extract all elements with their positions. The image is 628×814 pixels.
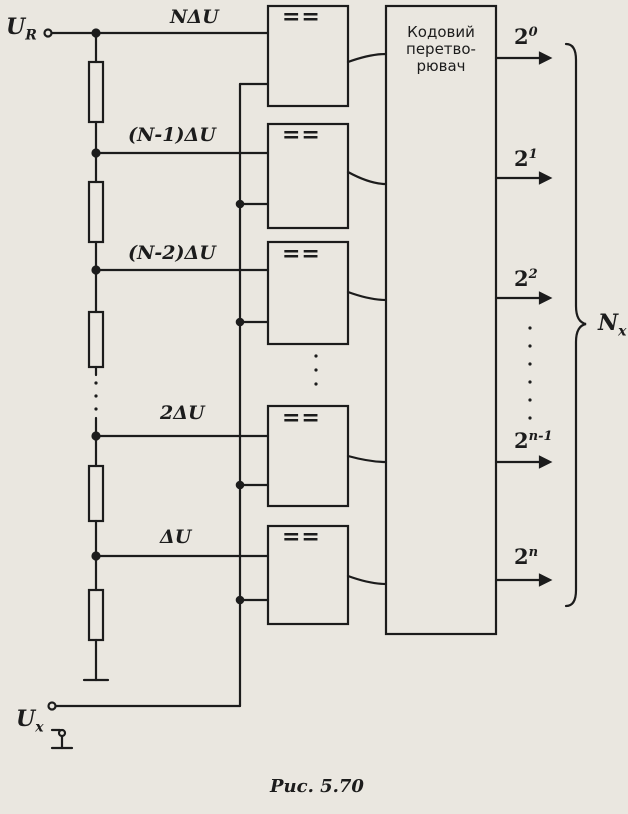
comparator-4-symbol: == — [282, 405, 321, 431]
level-label-1: ΔU — [160, 526, 192, 548]
comparator-1-symbol: == — [282, 4, 321, 30]
comparator-3-symbol: == — [282, 241, 321, 267]
ur-terminal — [43, 28, 53, 38]
resistor-4 — [87, 464, 105, 523]
output-bit-n-1: 2n-1 — [514, 428, 553, 453]
comparator-1 — [266, 4, 350, 108]
code-converter-box — [384, 4, 498, 636]
comparator-2-symbol: == — [282, 122, 321, 148]
ux-label: Ux — [16, 706, 44, 736]
comparator-2 — [266, 122, 350, 230]
resistor-3 — [87, 310, 105, 369]
level-label-2: 2ΔU — [160, 402, 205, 424]
comparator-5-symbol: == — [282, 524, 321, 550]
level-label-n: NΔU — [170, 6, 219, 28]
figure-caption: Рис. 5.70 — [270, 776, 364, 797]
output-bit-1: 21 — [514, 146, 538, 171]
resistor-2 — [87, 180, 105, 244]
resistor-5 — [87, 588, 105, 642]
level-label-n-1: (N-1)ΔU — [128, 124, 216, 146]
output-brace — [564, 42, 587, 608]
output-bit-2: 22 — [514, 266, 538, 291]
output-bit-n: 2n — [514, 544, 539, 569]
ux-terminal — [47, 701, 57, 711]
output-bit-0: 20 — [514, 24, 538, 49]
ur-label: UR — [6, 14, 37, 44]
result-label: Nx — [598, 310, 627, 340]
level-label-n-2: (N-2)ΔU — [128, 242, 216, 264]
resistor-1 — [87, 60, 105, 124]
code-converter-label: Кодовий перетво- рювач — [406, 23, 476, 75]
